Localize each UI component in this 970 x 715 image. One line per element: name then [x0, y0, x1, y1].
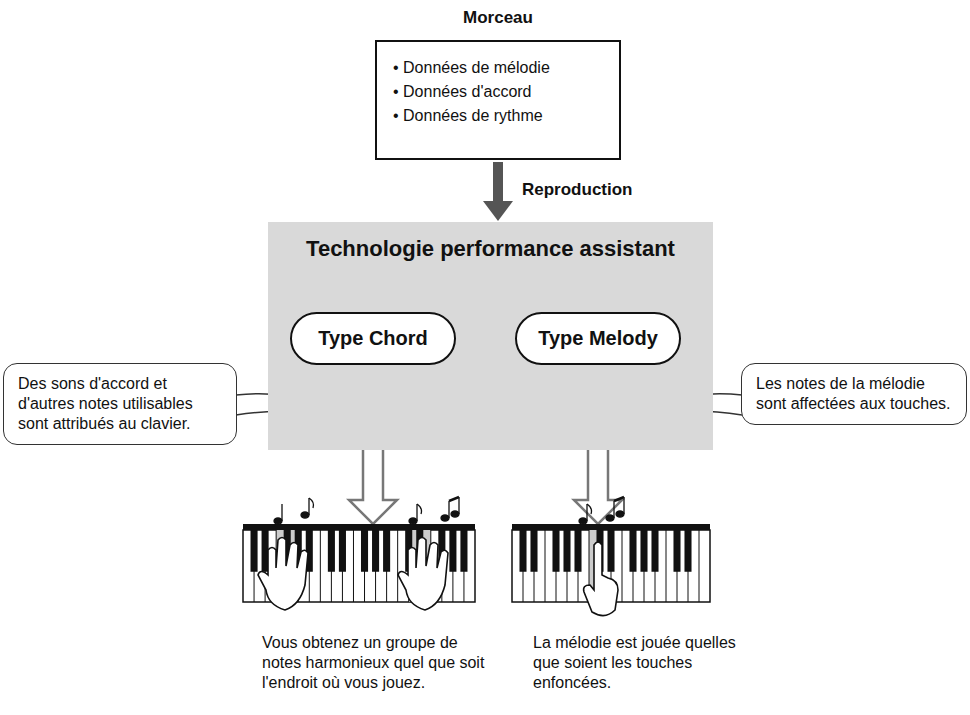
- type-pill: Type Melody: [515, 312, 681, 365]
- black-key: [383, 530, 390, 572]
- key-line: [622, 530, 623, 602]
- arrow-head: [483, 201, 513, 221]
- black-key: [684, 530, 691, 572]
- black-key: [673, 530, 680, 572]
- node-text: Type Melody: [538, 327, 658, 350]
- black-key: [372, 530, 379, 572]
- hands: [258, 538, 618, 616]
- black-key: [449, 530, 456, 572]
- key-line: [397, 530, 398, 602]
- black-key: [530, 530, 537, 572]
- black-key: [651, 530, 658, 572]
- black-key: [328, 530, 335, 572]
- black-key: [640, 530, 647, 572]
- caption-note: La mélodie est jouée quelles que soient …: [533, 633, 738, 693]
- black-key: [607, 530, 614, 572]
- key-line: [545, 530, 546, 602]
- callout-bubble: Les notes de la mélodie sont affectées a…: [741, 363, 967, 425]
- black-key: [519, 530, 526, 572]
- bullet-item: • Données de mélodie: [393, 56, 605, 80]
- node-text: Les notes de la mélodie sont affectées a…: [756, 374, 952, 414]
- connector-arrow: [483, 162, 513, 221]
- black-key: [629, 530, 636, 572]
- keyboard-rail: [512, 524, 710, 530]
- black-key: [339, 530, 346, 572]
- caption-note: Vous obtenez un groupe de notes harmonie…: [262, 633, 498, 693]
- music-notes: [274, 497, 624, 524]
- bullet-item: • Données de rythme: [393, 104, 605, 128]
- key-line: [353, 530, 354, 602]
- callout-bubble: Des sons d'accord et d'autres notes util…: [3, 363, 237, 445]
- node-text: Type Chord: [318, 327, 428, 350]
- bullet-item: • Données d'accord: [393, 80, 605, 104]
- node-text: Des sons d'accord et d'autres notes util…: [18, 374, 222, 434]
- node-text: Technologie performance assistant: [268, 236, 713, 262]
- edge-label: Reproduction: [522, 180, 633, 200]
- black-key: [563, 530, 570, 572]
- black-key: [552, 530, 559, 572]
- black-key: [361, 530, 368, 572]
- song-box: Morceau• Données de mélodie• Données d'a…: [375, 40, 621, 160]
- black-key: [251, 530, 258, 572]
- arrow-shaft: [493, 162, 503, 201]
- black-key: [460, 530, 467, 572]
- type-pill: Type Chord: [290, 312, 456, 365]
- key-line: [666, 530, 667, 602]
- keyboard-rail: [243, 524, 475, 530]
- song-heading: Morceau: [337, 8, 659, 28]
- black-key: [574, 530, 581, 572]
- key-line: [699, 530, 700, 602]
- technology-band: Technologie performance assistantType Ch…: [268, 222, 713, 450]
- key-line: [320, 530, 321, 602]
